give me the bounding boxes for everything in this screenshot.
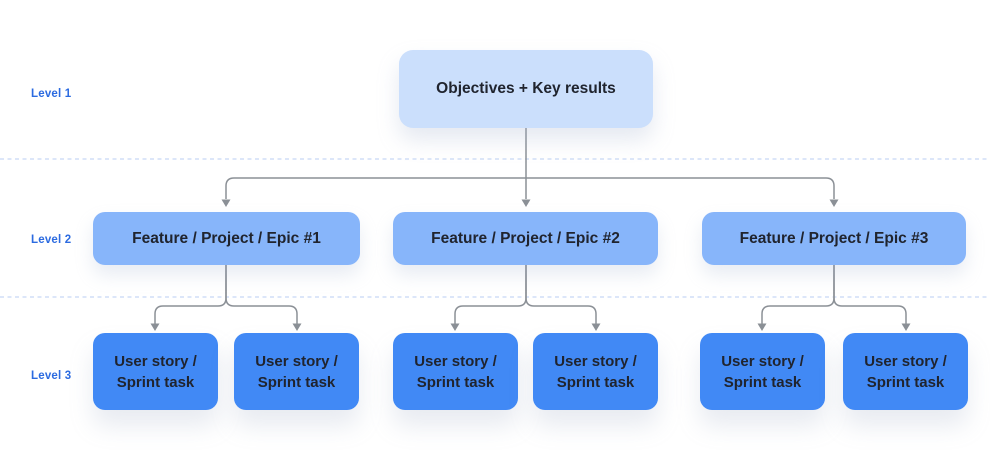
arrowhead-story4 <box>591 323 601 331</box>
arrowhead-story2 <box>292 323 302 331</box>
node-story-4: User story / Sprint task <box>533 333 658 410</box>
node-story-1: User story / Sprint task <box>93 333 218 410</box>
level-3-label: Level 3 <box>31 370 72 382</box>
connector-epic1-to-story2 <box>225 265 298 324</box>
arrowhead-story5 <box>757 323 767 331</box>
connector-root-to-epic1 <box>225 177 526 199</box>
story-line-1: User story / <box>721 352 804 370</box>
arrowhead-epic1 <box>221 199 231 207</box>
level-2-label: Level 2 <box>31 234 72 246</box>
arrowhead-story1 <box>150 323 160 331</box>
story-line-2: Sprint task <box>556 373 635 391</box>
connector-epic3-to-story6 <box>833 265 907 324</box>
story-line-1: User story / <box>864 352 947 370</box>
node-story-5: User story / Sprint task <box>700 333 825 410</box>
connector-epic2-to-story3 <box>454 265 527 324</box>
arrowhead-story6 <box>901 323 911 331</box>
story-line-1: User story / <box>414 352 497 370</box>
story-line-2: Sprint task <box>116 373 195 391</box>
connector-epic2-to-story4 <box>525 265 597 324</box>
arrowhead-story3 <box>450 323 460 331</box>
level-1-label: Level 1 <box>31 88 72 100</box>
story-line-2: Sprint task <box>416 373 495 391</box>
node-story-3: User story / Sprint task <box>393 333 518 410</box>
node-epic-1: Feature / Project / Epic #1 <box>93 212 360 265</box>
node-story-2: User story / Sprint task <box>234 333 359 410</box>
node-epic-2: Feature / Project / Epic #2 <box>393 212 658 265</box>
connector-epic3-to-story5 <box>761 265 835 324</box>
node-story-6: User story / Sprint task <box>843 333 968 410</box>
arrowhead-epic2 <box>521 199 531 207</box>
connector-root-to-epic3 <box>526 177 835 199</box>
story-line-2: Sprint task <box>866 373 945 391</box>
story-line-1: User story / <box>554 352 637 370</box>
story-line-1: User story / <box>255 352 338 370</box>
story-line-2: Sprint task <box>257 373 336 391</box>
node-objectives-key-results: Objectives + Key results <box>399 50 653 128</box>
arrowhead-epic3 <box>829 199 839 207</box>
story-line-2: Sprint task <box>723 373 802 391</box>
connector-epic1-to-story1 <box>154 265 227 324</box>
node-epic-3: Feature / Project / Epic #3 <box>702 212 966 265</box>
story-line-1: User story / <box>114 352 197 370</box>
